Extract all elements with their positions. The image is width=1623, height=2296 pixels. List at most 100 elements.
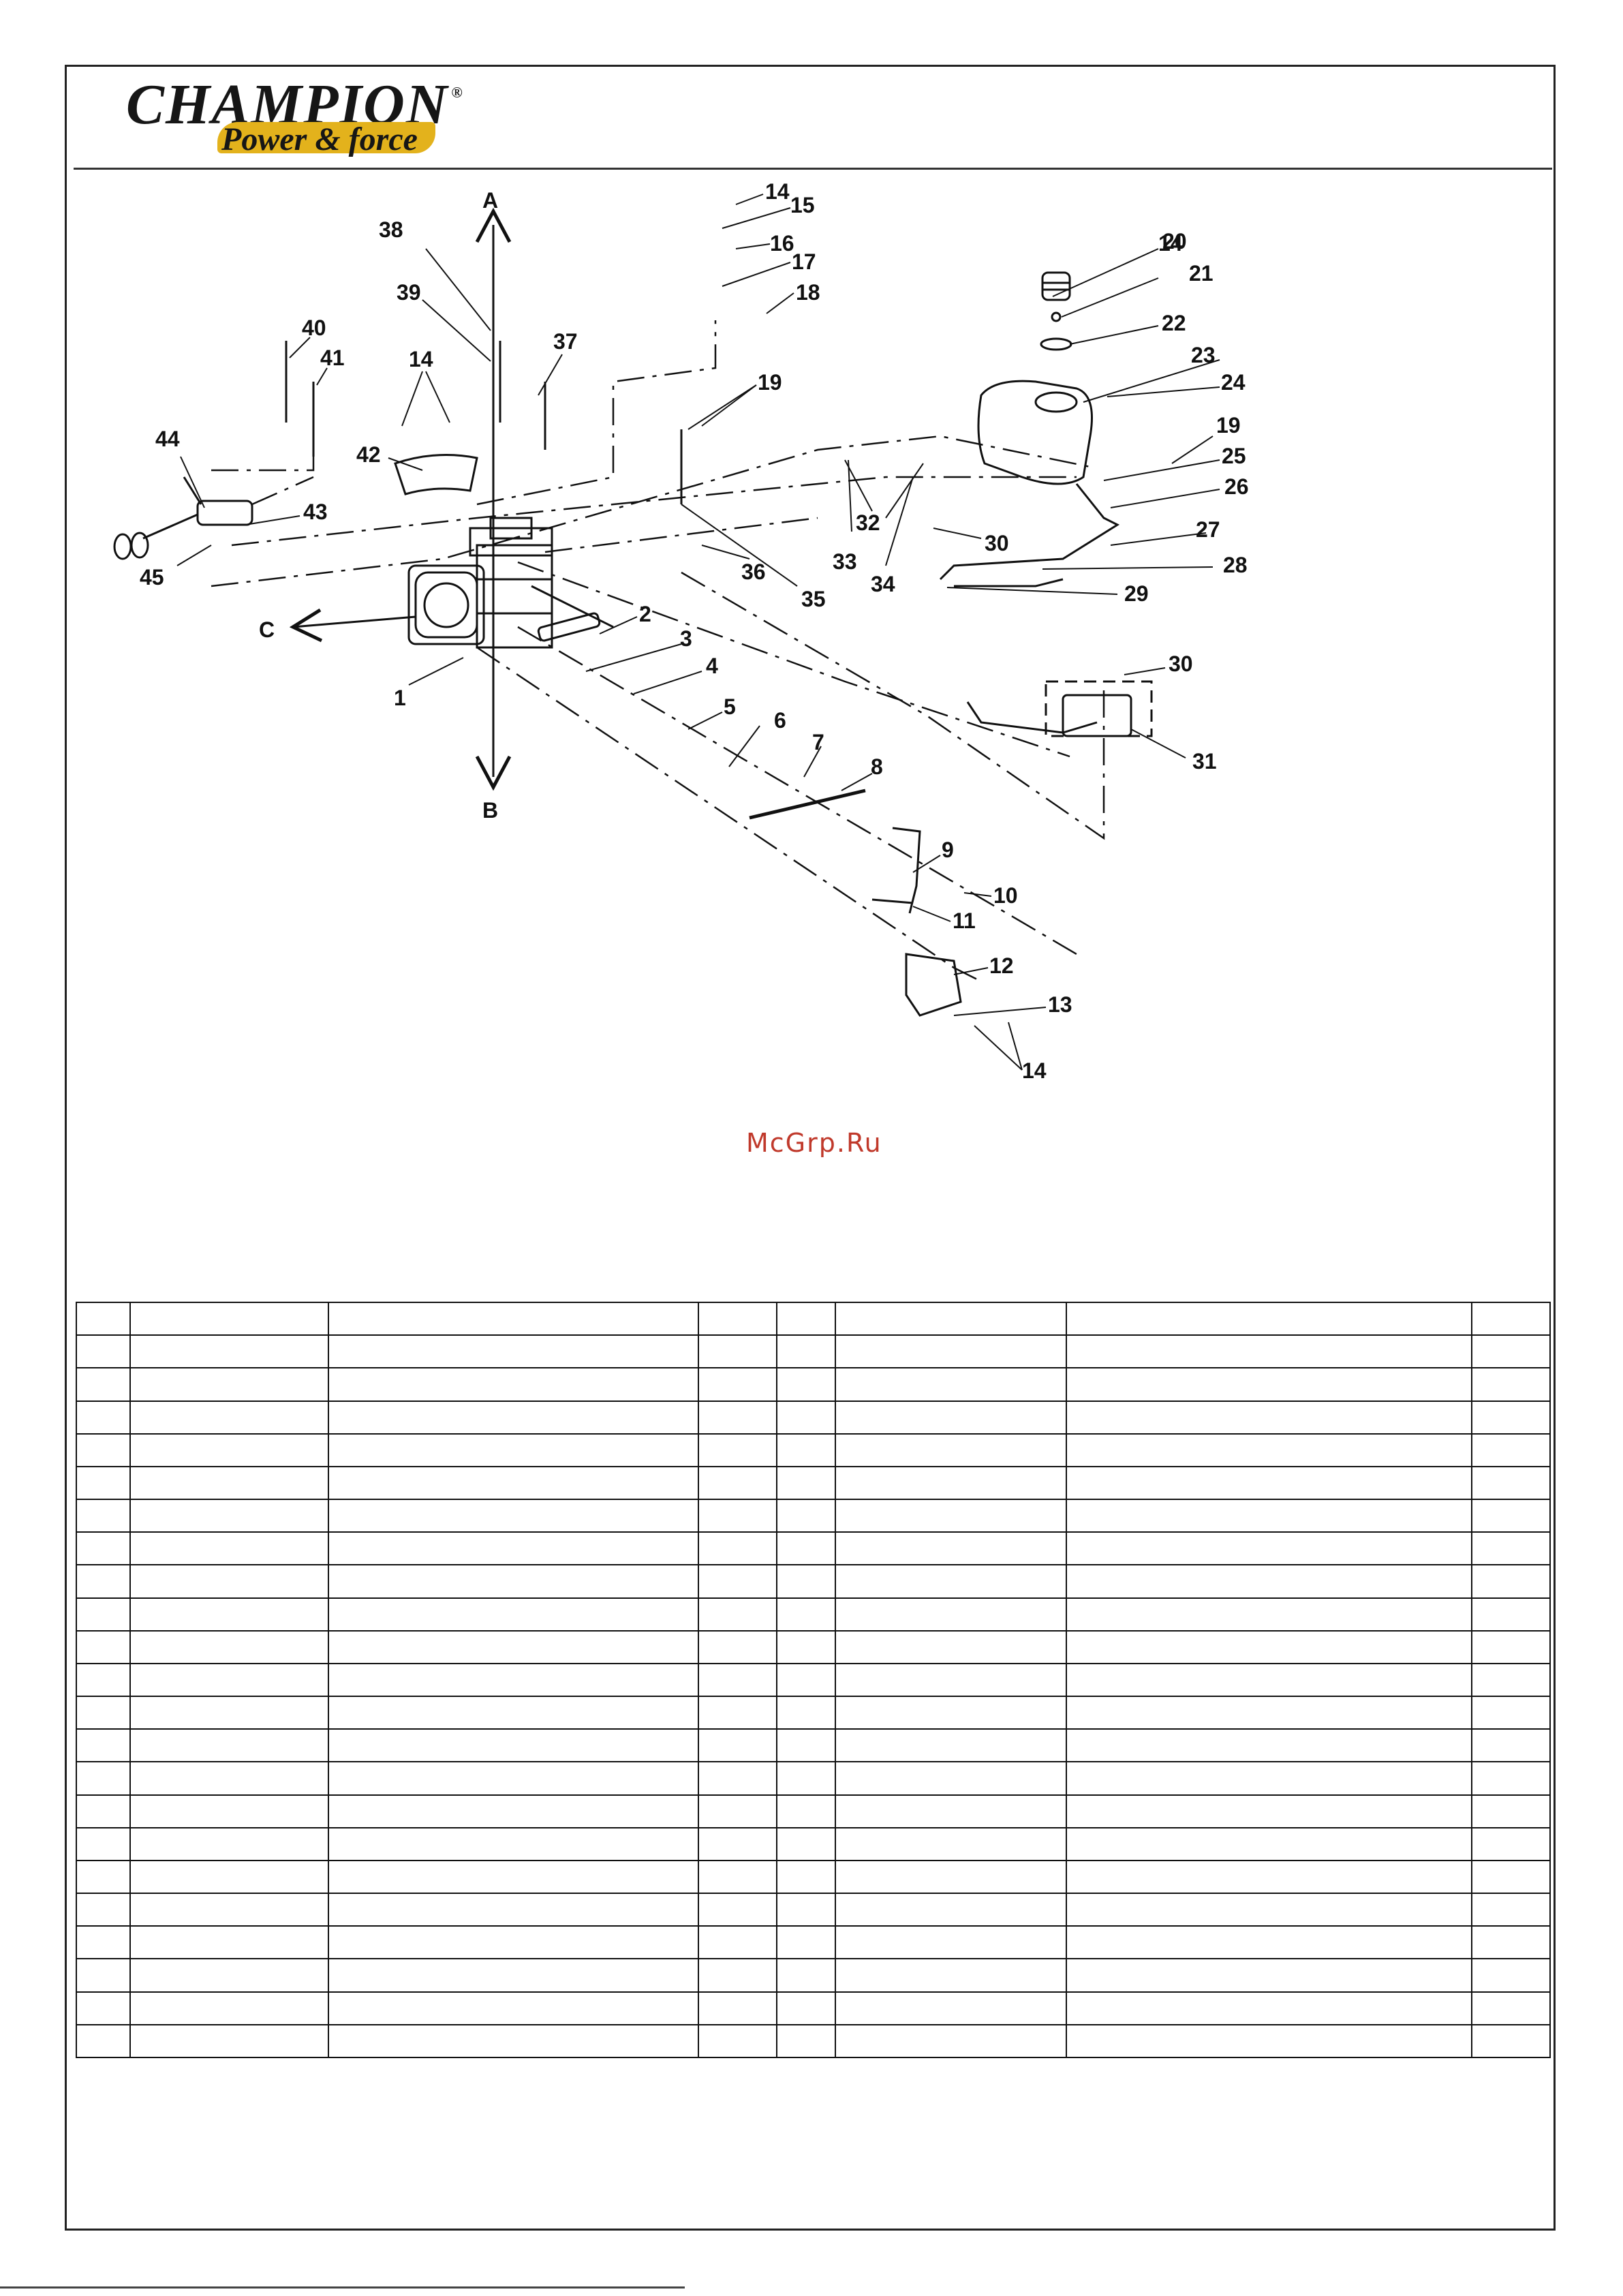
table-cell xyxy=(776,1629,836,1664)
table-cell xyxy=(698,1925,777,1960)
table-cell xyxy=(1471,1301,1551,1336)
table-cell xyxy=(76,1433,131,1467)
engine-block xyxy=(407,517,614,649)
table-row xyxy=(76,1597,1551,1632)
fuel-cock-box xyxy=(1045,680,1153,737)
callout-14-d: 14 xyxy=(1158,231,1183,256)
table-cell xyxy=(698,1728,777,1763)
page-frame xyxy=(65,65,1556,2231)
table-cell xyxy=(328,1728,699,1763)
table-cell xyxy=(76,1991,131,2025)
table-cell xyxy=(698,1301,777,1336)
table-cell xyxy=(698,1531,777,1566)
table-cell xyxy=(129,1958,329,1993)
table-cell xyxy=(835,1925,1067,1960)
table-cell xyxy=(698,2023,777,2059)
table-row xyxy=(76,1925,1551,1960)
arrow-c-line xyxy=(292,615,416,628)
governor-linkage xyxy=(749,789,962,1017)
table-cell xyxy=(776,1696,836,1730)
table-row xyxy=(76,1991,1551,2025)
callout-19-b: 19 xyxy=(1216,413,1241,438)
table-cell xyxy=(328,1301,699,1336)
callout-42: 42 xyxy=(356,442,381,467)
table-cell xyxy=(1471,1662,1551,1698)
callout-15: 15 xyxy=(790,193,815,217)
callout-31: 31 xyxy=(1192,749,1217,774)
table-cell xyxy=(1066,1597,1472,1632)
table-cell xyxy=(76,1728,131,1763)
table-cell xyxy=(698,1334,777,1369)
table-cell xyxy=(776,1728,836,1763)
table-row xyxy=(76,1629,1551,1664)
table-cell xyxy=(129,1301,329,1336)
table-row xyxy=(76,1893,1551,1927)
table-cell xyxy=(835,1859,1067,1895)
table-cell xyxy=(129,1564,329,1599)
callout-11: 11 xyxy=(953,908,976,933)
table-cell xyxy=(328,1893,699,1927)
table-cell xyxy=(1471,1400,1551,1435)
table-cell xyxy=(835,1564,1067,1599)
table-row xyxy=(76,1826,1551,1861)
table-cell xyxy=(1471,2023,1551,2059)
table-cell xyxy=(1066,1761,1472,1796)
callout-27: 27 xyxy=(1196,517,1220,542)
table-cell xyxy=(835,1531,1067,1566)
table-cell xyxy=(129,1465,329,1501)
table-cell xyxy=(698,1499,777,1533)
callout-5: 5 xyxy=(724,694,736,719)
table-cell xyxy=(835,1893,1067,1927)
table-cell xyxy=(129,1531,329,1566)
table-row xyxy=(76,1334,1551,1369)
table-cell xyxy=(1471,1761,1551,1796)
table-cell xyxy=(698,1794,777,1828)
table-cell xyxy=(76,1629,131,1664)
table-cell xyxy=(76,1893,131,1927)
table-cell xyxy=(776,1958,836,1993)
table-cell xyxy=(129,1794,329,1828)
table-cell xyxy=(835,1367,1067,1402)
table-cell xyxy=(328,1597,699,1632)
callout-26: 26 xyxy=(1224,474,1249,499)
direction-label-b: B xyxy=(482,798,498,823)
table-cell xyxy=(1066,1564,1472,1599)
table-cell xyxy=(1066,1991,1472,2025)
table-cell xyxy=(129,2023,329,2059)
table-cell xyxy=(1066,1400,1472,1435)
table-row xyxy=(76,1662,1551,1698)
table-cell xyxy=(328,1465,699,1501)
table-cell xyxy=(835,1761,1067,1796)
table-cell xyxy=(1066,1499,1472,1533)
table-cell xyxy=(76,1696,131,1730)
table-row xyxy=(76,1794,1551,1828)
table-row xyxy=(76,1433,1551,1467)
table-cell xyxy=(328,2023,699,2059)
callout-30-b: 30 xyxy=(1169,652,1193,676)
table-cell xyxy=(328,1433,699,1467)
table-row xyxy=(76,2023,1551,2059)
table-cell xyxy=(76,1564,131,1599)
callout-22: 22 xyxy=(1162,311,1186,335)
callout-14-b: 14 xyxy=(765,179,790,204)
callout-10: 10 xyxy=(993,883,1018,908)
table-row xyxy=(76,1696,1551,1730)
table-cell xyxy=(835,1334,1067,1369)
table-cell xyxy=(129,1597,329,1632)
watermark: McGrp.Ru xyxy=(746,1128,882,1158)
table-cell xyxy=(129,1367,329,1402)
table-cell xyxy=(1066,1465,1472,1501)
table-cell xyxy=(835,1499,1067,1533)
fuel-line-29 xyxy=(954,578,1064,587)
table-row xyxy=(76,1367,1551,1402)
table-cell xyxy=(129,1893,329,1927)
table-cell xyxy=(328,1334,699,1369)
table-cell xyxy=(835,1400,1067,1435)
callout-33: 33 xyxy=(833,549,857,574)
table-cell xyxy=(328,1826,699,1861)
table-row xyxy=(76,1958,1551,1993)
table-cell xyxy=(835,1465,1067,1501)
table-cell xyxy=(1471,1531,1551,1566)
callout-4: 4 xyxy=(706,654,718,678)
table-cell xyxy=(698,1433,777,1467)
